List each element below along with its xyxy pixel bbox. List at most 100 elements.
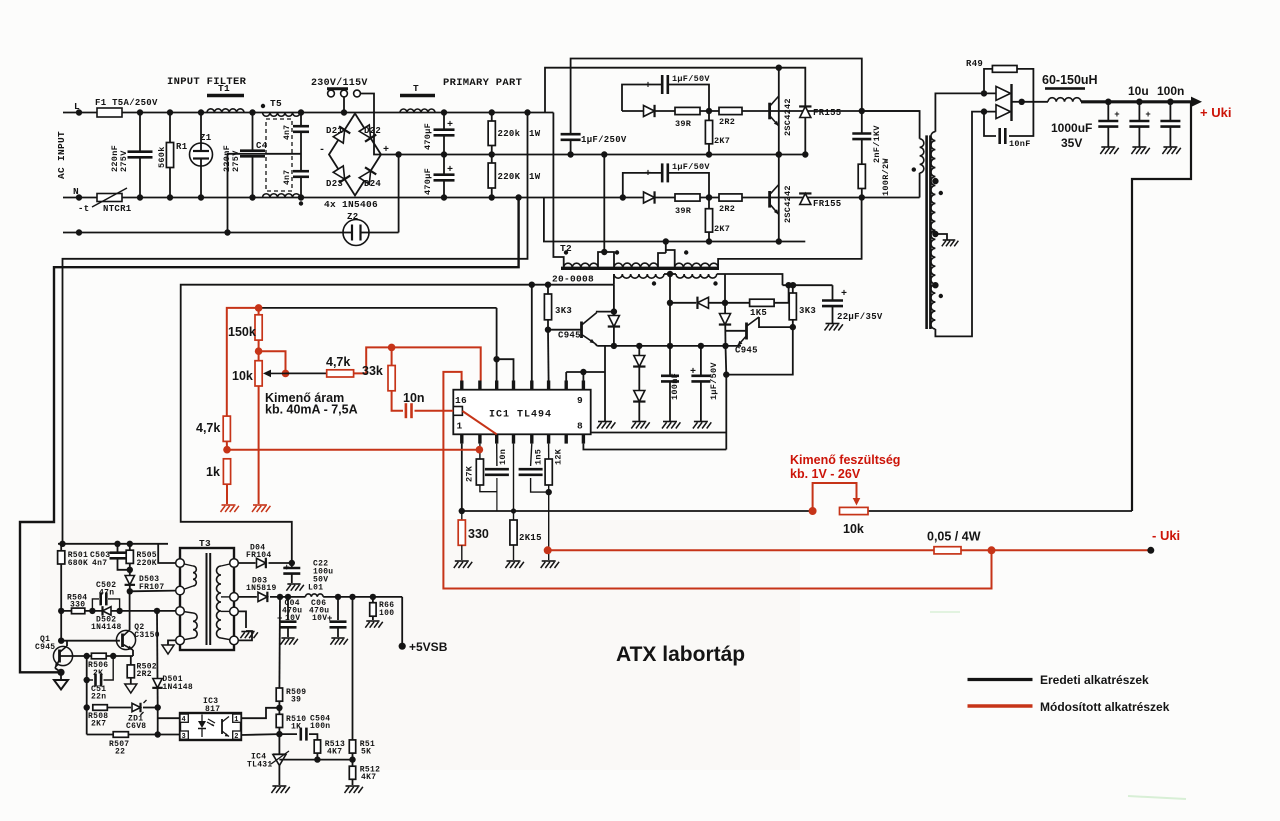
svg-text:T1: T1 xyxy=(218,83,230,94)
svg-text:D501: D501 xyxy=(162,675,182,684)
svg-text:2R2: 2R2 xyxy=(719,117,735,127)
svg-text:220k: 220k xyxy=(498,129,521,139)
svg-text:R508: R508 xyxy=(88,712,108,721)
svg-text:22n: 22n xyxy=(91,693,106,702)
svg-text:D503: D503 xyxy=(139,575,159,584)
svg-text:4,7k: 4,7k xyxy=(326,355,350,369)
svg-text:470u: 470u xyxy=(309,607,329,616)
svg-text:817: 817 xyxy=(205,705,220,714)
svg-text:1k: 1k xyxy=(206,465,220,479)
svg-text:C945: C945 xyxy=(35,643,55,652)
svg-text:60-150uH: 60-150uH xyxy=(1042,73,1098,87)
svg-text:39: 39 xyxy=(291,696,301,705)
svg-text:D22: D22 xyxy=(364,126,381,136)
svg-text:560k: 560k xyxy=(157,146,167,168)
svg-text:1K: 1K xyxy=(291,723,301,732)
svg-text:R502: R502 xyxy=(137,663,157,672)
svg-text:+: + xyxy=(284,563,290,573)
svg-text:2K7: 2K7 xyxy=(91,720,106,729)
svg-text:275V: 275V xyxy=(231,150,241,172)
svg-text:10V: 10V xyxy=(312,614,327,623)
svg-text:230V/115V: 230V/115V xyxy=(311,77,368,89)
svg-text:1µF/50V: 1µF/50V xyxy=(672,162,710,172)
svg-text:kb. 1V - 26V: kb. 1V - 26V xyxy=(790,467,861,481)
svg-text:+: + xyxy=(645,81,651,92)
svg-text:+: + xyxy=(841,289,847,300)
svg-text:50V: 50V xyxy=(313,576,328,585)
svg-text:-: - xyxy=(319,145,325,156)
svg-text:1: 1 xyxy=(234,716,239,724)
svg-text:FR104: FR104 xyxy=(246,551,272,560)
svg-text:D502: D502 xyxy=(96,616,116,625)
svg-text:4: 4 xyxy=(182,716,187,724)
svg-text:47n: 47n xyxy=(99,589,114,598)
svg-text:R507: R507 xyxy=(109,740,129,749)
svg-text:330: 330 xyxy=(70,601,85,610)
svg-text:ZD1: ZD1 xyxy=(128,715,143,724)
svg-text:C22: C22 xyxy=(313,560,328,569)
svg-text:1N4148: 1N4148 xyxy=(162,683,193,692)
svg-text:20-0008: 20-0008 xyxy=(552,274,594,285)
svg-text:L: L xyxy=(74,101,80,112)
svg-text:220nF: 220nF xyxy=(110,145,120,172)
svg-text:2K7: 2K7 xyxy=(714,224,730,234)
svg-text:+: + xyxy=(645,169,651,180)
svg-text:1W: 1W xyxy=(529,129,541,139)
svg-text:D04: D04 xyxy=(250,544,265,553)
svg-text:R509: R509 xyxy=(286,688,306,697)
svg-text:2R2: 2R2 xyxy=(719,204,735,214)
svg-text:150k: 150k xyxy=(228,325,256,339)
svg-text:T2: T2 xyxy=(560,243,572,254)
svg-text:+: + xyxy=(1114,110,1120,120)
svg-text:1n5: 1n5 xyxy=(534,449,544,465)
svg-text:F1 T5A/250V: F1 T5A/250V xyxy=(95,98,158,108)
svg-text:10V: 10V xyxy=(285,614,300,623)
svg-text:470u: 470u xyxy=(282,607,302,616)
svg-text:IC4: IC4 xyxy=(251,753,266,762)
svg-text:10k: 10k xyxy=(232,369,253,383)
svg-text:3: 3 xyxy=(182,733,187,741)
svg-text:1µF/50V: 1µF/50V xyxy=(672,74,710,84)
svg-text:R66: R66 xyxy=(379,601,394,610)
svg-text:4n7: 4n7 xyxy=(283,125,292,140)
svg-text:R505: R505 xyxy=(137,551,157,560)
svg-text:100: 100 xyxy=(379,609,394,618)
svg-text:C503: C503 xyxy=(90,551,110,560)
svg-text:+: + xyxy=(327,614,333,624)
svg-text:- Uki: - Uki xyxy=(1152,528,1180,543)
svg-text:27K: 27K xyxy=(465,465,475,482)
svg-text:-t: -t xyxy=(78,204,89,214)
svg-text:Kimenő feszültség: Kimenő feszültség xyxy=(790,453,900,467)
svg-text:R510: R510 xyxy=(286,715,306,724)
svg-text:0,05 / 4W: 0,05 / 4W xyxy=(927,530,981,544)
svg-text:10n: 10n xyxy=(403,391,425,405)
svg-text:T: T xyxy=(413,83,419,94)
svg-text:Módosított alkatrészek: Módosított alkatrészek xyxy=(1040,700,1170,714)
svg-text:35V: 35V xyxy=(1061,136,1082,150)
svg-text:330: 330 xyxy=(468,527,489,541)
svg-text:FR107: FR107 xyxy=(139,583,165,592)
svg-text:TL431: TL431 xyxy=(247,761,273,770)
svg-text:2K15: 2K15 xyxy=(519,533,542,543)
svg-text:2SC4242: 2SC4242 xyxy=(783,185,793,223)
svg-text:NTCR1: NTCR1 xyxy=(103,204,132,214)
svg-text:1N4148: 1N4148 xyxy=(91,623,122,632)
svg-text:5K: 5K xyxy=(361,748,371,757)
svg-text:Q2: Q2 xyxy=(134,623,144,632)
svg-text:4K7: 4K7 xyxy=(361,773,376,782)
svg-text:220K: 220K xyxy=(498,172,521,182)
svg-text:C502: C502 xyxy=(96,581,116,590)
svg-text:100n: 100n xyxy=(1157,84,1184,98)
svg-text:12K: 12K xyxy=(554,448,564,465)
svg-text:C945: C945 xyxy=(558,331,581,341)
svg-text:100R/2W: 100R/2W xyxy=(881,158,891,196)
svg-text:D03: D03 xyxy=(252,577,267,586)
svg-text:275V: 275V xyxy=(119,150,129,172)
svg-text:Q1: Q1 xyxy=(40,635,50,644)
svg-text:470µF: 470µF xyxy=(423,168,433,195)
svg-text:+: + xyxy=(447,120,453,131)
svg-text:4n7: 4n7 xyxy=(92,559,107,568)
svg-text:+: + xyxy=(1145,110,1151,120)
svg-text:R51: R51 xyxy=(360,740,375,749)
svg-text:2R2: 2R2 xyxy=(137,670,152,679)
